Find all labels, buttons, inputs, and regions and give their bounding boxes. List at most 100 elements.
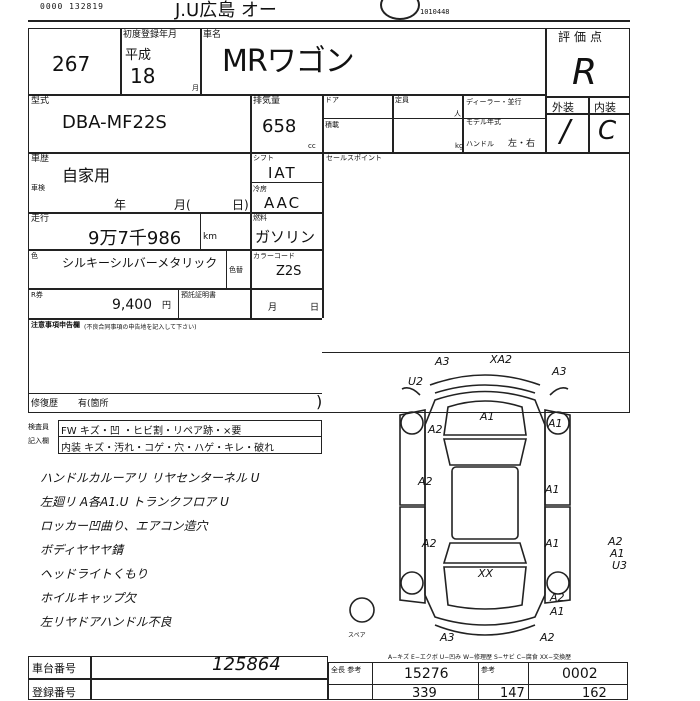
stamp-circle [380,0,420,20]
damage-mark: A2 [421,537,437,550]
note-line: ハンドルカルーアリ リヤセンターネル U [40,471,260,485]
top-code: 1010448 [420,8,450,16]
inspector-row1: FW キズ・凹 ・ヒビ割・リペア跡・×要 [61,426,242,437]
car-diagram: A3 XA2 A3 U2 A1 A2 A1 A2 A1 A2 A1 A2 A1 … [348,355,627,644]
model-year-label: モデル年式 [466,118,501,126]
seats-unit: 人 [454,110,461,118]
inspector-box [58,420,322,454]
damage-mark: A1 [609,547,625,560]
grade-value: R [572,52,598,93]
interior-value: C [598,116,617,146]
barcode-text: 0000 132819 [40,2,104,11]
load-label: 積載 [325,121,339,129]
stats-value4: 147 [500,686,525,701]
interior-label: 内装 [594,101,616,114]
lot-number: 267 [52,52,91,76]
load-unit: kg [455,142,464,150]
damage-mark: A1 [549,605,565,618]
note-line: ホイルキャップ欠 [40,591,137,605]
vehicle-number-value: 125864 [212,654,281,675]
stats-label2: 参考 [481,666,495,674]
damage-mark: A2 [549,591,565,604]
damage-mark: A2 [539,631,555,644]
handwritten-notes: ハンドルカルーアリ リヤセンターネル U 左廻リ A各A1.U トランクフロア … [40,466,330,634]
color-label: 色 [31,252,38,260]
usage-value: 自家用 [62,166,111,185]
door-label: ドア [325,96,339,104]
damage-mark: XX [477,567,494,580]
auction-name: J.U広島 オー [175,0,277,21]
aircon-label: 冷房 [253,185,267,193]
inspector-label-bottom: 記入欄 [28,437,49,445]
stats-value5: 162 [582,686,607,701]
recycle-value: 9,400 [112,297,153,313]
sales-point-label: セールスポイント [326,154,382,162]
shift-label: シフト [253,154,274,162]
displacement-value: 658 [262,116,297,137]
note-line: ロッカー凹曲り、エアコン造穴 [40,519,208,533]
color-change-label: 色替 [229,266,243,274]
damage-mark: A1 [544,537,560,550]
shift-value: IAT [268,164,297,182]
car-name: MRワゴン [222,44,355,79]
color-value: シルキーシルバーメタリック [62,256,218,270]
stats-value2: 0002 [562,666,598,682]
damage-mark: U2 [408,375,423,388]
grade-label: 評価点 [558,30,607,44]
inspection-month-unit: 月( [174,198,191,212]
damage-mark: A2 [607,535,623,548]
registration-label: 登録番号 [32,686,76,699]
notes-label: 注意事項申告欄 [31,321,80,329]
damage-mark: A3 [551,365,567,378]
inspection-day-unit: 日) [232,198,249,212]
exterior-label: 外装 [552,101,574,114]
inspector-label-top: 検査員 [28,423,49,431]
note-line: 左リヤドアハンドル不良 [40,615,172,629]
mileage-label: 走行 [31,214,50,224]
mileage-value: 9万7千986 [88,228,182,249]
model-label: 型式 [31,96,50,106]
fuel-value: ガソリン [255,228,316,246]
note-line: 左廻リ A各A1.U トランクフロア U [40,495,229,509]
first-reg-month-unit: 月 [192,84,199,92]
sheet-frame [28,28,630,413]
damage-mark: A3 [434,355,450,368]
recycle-label: R券 [31,291,43,299]
color-code-value: Z2S [276,264,302,279]
diagram-legend: A−キズ E−エクボ U−凹み W−修理歴 S−サビ C−腐食 XX−交換歴 [388,654,572,661]
fuel-label: 燃料 [253,214,267,222]
stats-label1: 全長 参考 [331,666,362,674]
car-name-label: 車名 [203,30,222,40]
displacement-unit: cc [308,142,316,150]
vehicle-number-label: 車台番号 [32,662,76,675]
damage-mark: A1 [544,483,560,496]
handle-label: ハンドル [466,140,494,148]
seats-label: 定員 [395,96,409,104]
damage-mark: A1 [547,417,563,430]
recycle-unit: 円 [162,301,172,311]
recycle-date-month: 月 [268,303,278,313]
repair-history-value: 有(箇所 [78,399,109,409]
note-line: ヘッドライトくもり [40,567,149,581]
model-value: DBA-MF22S [62,112,167,133]
color-code-label: カラーコード [253,252,295,260]
stats-value1: 15276 [404,666,449,682]
exterior-value: / [560,114,571,149]
recycle-date-label: 預託証明書 [181,291,216,299]
recycle-date-day: 日 [310,303,320,313]
damage-mark: A1 [479,410,495,423]
damage-mark: U3 [612,559,627,572]
usage-label: 車歴 [31,154,50,164]
inspection-year-unit: 年 [114,198,127,212]
mileage-unit: km [203,232,217,242]
displacement-label: 排気量 [253,96,281,106]
repair-history-label: 修復歴 [31,399,59,409]
aircon-value: AAC [264,194,302,212]
dealer-label: ディーラー・並行 [466,98,522,106]
damage-mark: A2 [417,475,433,488]
notes-sub: (不良合同事項の申告地を記入して下さい) [84,324,197,331]
stats-value3: 339 [412,686,437,701]
damage-mark: A3 [439,631,455,644]
note-line: ボディヤヤヤ錆 [40,543,124,557]
damage-mark: XA2 [489,355,512,366]
